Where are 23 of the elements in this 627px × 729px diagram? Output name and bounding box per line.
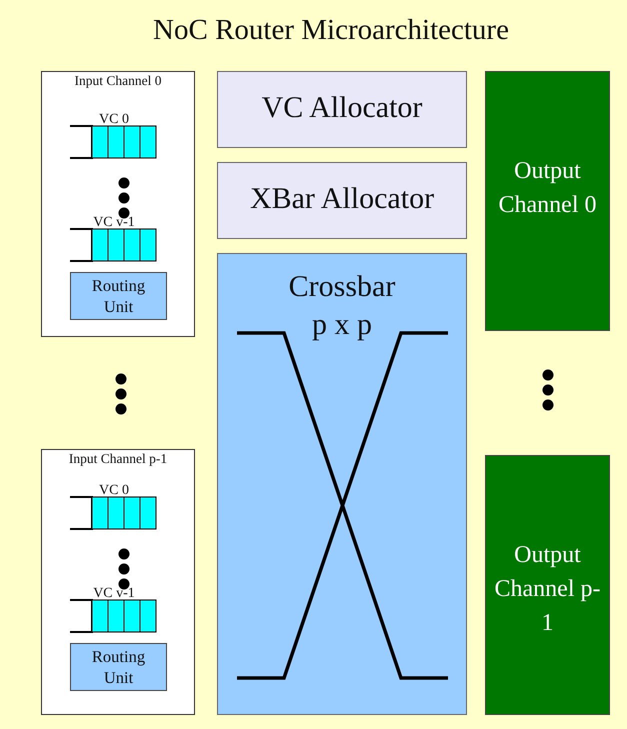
output-channel-box	[485, 455, 610, 715]
input-channel-box	[41, 71, 195, 337]
output-channel-label: Output Channel 0	[498, 157, 598, 220]
routing-unit-box	[70, 643, 167, 691]
allocator-box	[217, 162, 467, 239]
output-channel-box	[485, 71, 610, 331]
diagram-title: NoC Router Microarchitecture	[152, 14, 510, 47]
allocator-label: VC Allocator	[260, 91, 424, 125]
output-channel-label: Output Channel p-1	[494, 541, 602, 638]
input-channel-box	[41, 449, 195, 715]
allocator-label: XBar Allocator	[248, 182, 436, 216]
vc-label: VC v-1	[92, 215, 136, 231]
vc-label: VC v-1	[92, 586, 136, 602]
crossbar-label: Crossbar p x p	[288, 269, 396, 343]
vc-label: VC 0	[98, 483, 130, 499]
allocator-box	[217, 71, 467, 148]
routing-unit-box	[70, 272, 167, 320]
channel-title: Input Channel 0	[74, 73, 162, 89]
vc-label: VC 0	[98, 112, 130, 128]
routing-unit-label: Routing Unit	[90, 275, 146, 317]
routing-unit-label: Routing Unit	[90, 646, 146, 688]
channel-title: Input Channel p-1	[68, 451, 168, 467]
crossbar-box	[217, 253, 467, 715]
